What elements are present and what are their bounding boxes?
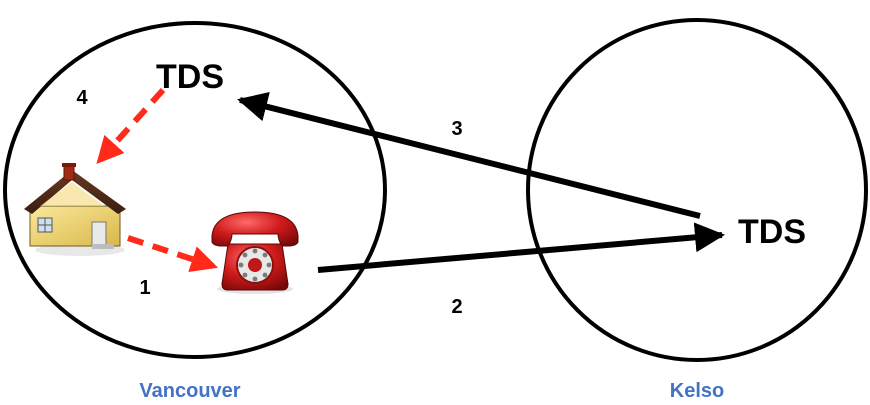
step-label-3: 3 xyxy=(451,118,462,140)
telephone-icon xyxy=(211,211,299,294)
step-label-2: 2 xyxy=(451,296,462,318)
house-icon xyxy=(24,163,126,256)
region-label-vancouver: Vancouver xyxy=(139,380,240,402)
arrow-3-kelso-to-vancouver-tds xyxy=(237,92,701,219)
tds-node-kelso: TDS xyxy=(738,213,806,251)
arrow-1-house-to-phone xyxy=(127,235,219,273)
region-label-kelso: Kelso xyxy=(670,380,724,402)
vancouver-region-circle xyxy=(3,21,387,359)
step-label-4: 4 xyxy=(76,87,88,109)
step-label-1: 1 xyxy=(139,277,150,299)
arrow-4-tds-to-house xyxy=(96,87,166,165)
tds-node-vancouver: TDS xyxy=(156,58,224,96)
arrow-2-phone-to-kelso-tds xyxy=(317,222,725,273)
kelso-region-circle xyxy=(526,18,868,362)
